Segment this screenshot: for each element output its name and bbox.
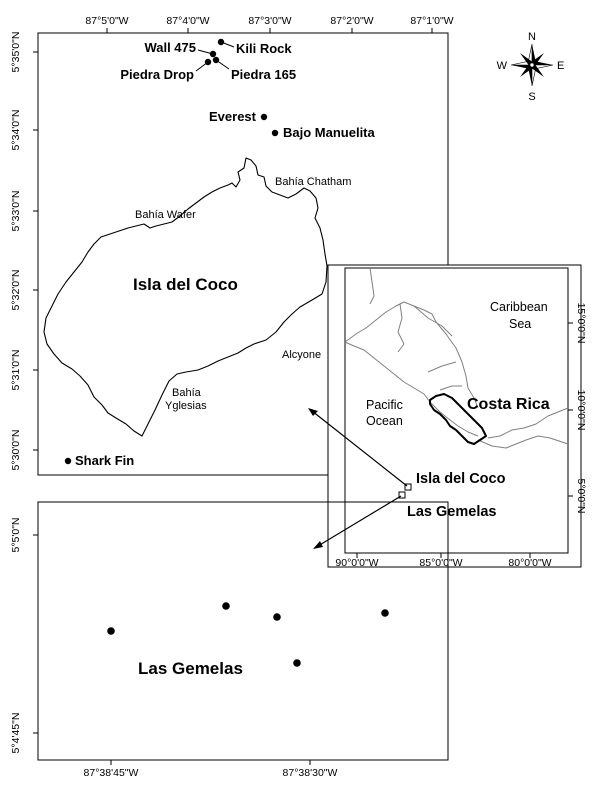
- inset-country-label: Costa Rica: [467, 396, 550, 413]
- place-bahia-yglesias-line2: Yglesias: [165, 400, 207, 412]
- site-label-piedra-drop: Piedra Drop: [120, 67, 194, 82]
- inset-caribbean-line1: Caribbean: [490, 300, 548, 314]
- inset-lon-tick-2: 85°0'0"W: [419, 557, 462, 569]
- main-lon-tick-3: 87°3'0"W: [248, 15, 291, 27]
- site-label-shark-fin: Shark Fin: [75, 453, 134, 468]
- gemelas-lat-tick-2: 5°4'45"N: [10, 713, 22, 754]
- main-lon-tick-5: 87°1'0"W: [410, 15, 453, 27]
- site-label-bajo-manuelita: Bajo Manuelita: [283, 125, 376, 140]
- site-label-everest: Everest: [209, 109, 257, 124]
- site-leader-piedra-165: [215, 59, 230, 70]
- gemelas-point: [107, 627, 115, 635]
- costa-rica-outline: [429, 393, 487, 445]
- inset-lon-tick-3: 80°0'0"W: [508, 557, 551, 569]
- arrow-to-gemelas: [317, 495, 402, 547]
- inset-caribbean-line2: Sea: [509, 317, 531, 331]
- gemelas-point: [293, 659, 301, 667]
- arrow-head-isla: [308, 408, 318, 416]
- pointer-arrows: [308, 408, 408, 549]
- place-alcyone: Alcyone: [282, 349, 321, 361]
- inset-pacific-line1: Pacific: [366, 398, 403, 412]
- main-lat-tick-2: 5°34'0"N: [10, 110, 22, 151]
- main-lon-ticks: [106, 28, 433, 33]
- main-map-frame: [37, 32, 449, 476]
- inset-ticks: [356, 322, 573, 558]
- inset-lon-tick-1: 90°0'0"W: [335, 557, 378, 569]
- arrow-to-isla: [311, 410, 408, 487]
- main-map-sites: Kili Rock Wall 475 Piedra Drop Piedra 16…: [64, 38, 376, 468]
- gemelas-label: Las Gemelas: [138, 659, 243, 678]
- main-lat-tick-3: 5°33'0"N: [10, 191, 22, 232]
- inset-gemelas-label: Las Gemelas: [407, 504, 496, 520]
- island-label: Isla del Coco: [133, 275, 238, 294]
- gemelas-point: [222, 602, 230, 610]
- main-map: 87°5'0"W 87°4'0"W 87°3'0"W 87°2'0"W 87°1…: [10, 15, 454, 476]
- north-arrow-icon: [510, 43, 554, 87]
- compass-w: W: [497, 60, 508, 72]
- main-lat-tick-6: 5°30'0"N: [10, 430, 22, 471]
- gemelas-point: [273, 613, 281, 621]
- site-leader-piedra-drop: [195, 61, 209, 72]
- gemelas-map: 87°38'45"W 87°38'30"W 5°5'0"N 5°4'45"N L…: [10, 501, 449, 779]
- main-lon-tick-4: 87°2'0"W: [330, 15, 373, 27]
- gemelas-lat-tick-1: 5°5'0"N: [10, 517, 22, 552]
- site-label-piedra-165: Piedra 165: [231, 67, 296, 82]
- site-label-kili-rock: Kili Rock: [236, 41, 292, 56]
- inset-isla-marker: [404, 483, 412, 491]
- gemelas-point: [381, 609, 389, 617]
- inset-lat-tick-3: 5°0'0"N: [575, 478, 587, 513]
- site-label-wall-475: Wall 475: [144, 40, 196, 55]
- main-lat-tick-1: 5°35'0"N: [10, 32, 22, 73]
- isla-del-coco-coastline: [43, 157, 328, 437]
- inset-gemelas-marker: [398, 491, 406, 499]
- compass-e: E: [557, 60, 564, 72]
- gemelas-frame: [37, 501, 449, 761]
- gemelas-lon-tick-1: 87°38'45"W: [84, 767, 139, 779]
- place-bahia-yglesias-line1: Bahía: [172, 387, 202, 399]
- gemelas-lon-tick-2: 87°38'30"W: [283, 767, 338, 779]
- site-marker-shark-fin: [64, 457, 72, 465]
- site-leader-wall-475: [197, 49, 214, 55]
- arrow-head-gemelas: [313, 541, 323, 549]
- main-lon-tick-1: 87°5'0"W: [85, 15, 128, 27]
- site-marker-everest: [260, 113, 268, 121]
- inset-isla-label: Isla del Coco: [416, 471, 506, 487]
- inset-lat-tick-2: 10°0'0"N: [575, 390, 587, 431]
- gemelas-ticks: [33, 534, 311, 765]
- place-bahia-wafer: Bahía Wafer: [135, 209, 196, 221]
- main-lat-ticks: [33, 51, 38, 451]
- gemelas-points: [107, 602, 389, 667]
- place-bahia-chatham: Bahía Chatham: [275, 176, 351, 188]
- compass-n: N: [528, 31, 536, 43]
- inset-map: 90°0'0"W 85°0'0"W 80°0'0"W 15°0'0"N 10°0…: [327, 264, 587, 569]
- inset-lat-tick-1: 15°0'0"N: [575, 303, 587, 344]
- main-lat-tick-4: 5°32'0"N: [10, 270, 22, 311]
- compass-s: S: [528, 91, 535, 103]
- site-leader-kili-rock: [220, 41, 235, 48]
- inset-pacific-line2: Ocean: [366, 414, 403, 428]
- inset-coastlines: [344, 267, 569, 449]
- site-marker-bajo-manuelita: [271, 129, 279, 137]
- main-lat-tick-5: 5°31'0"N: [10, 350, 22, 391]
- main-lon-tick-2: 87°4'0"W: [166, 15, 209, 27]
